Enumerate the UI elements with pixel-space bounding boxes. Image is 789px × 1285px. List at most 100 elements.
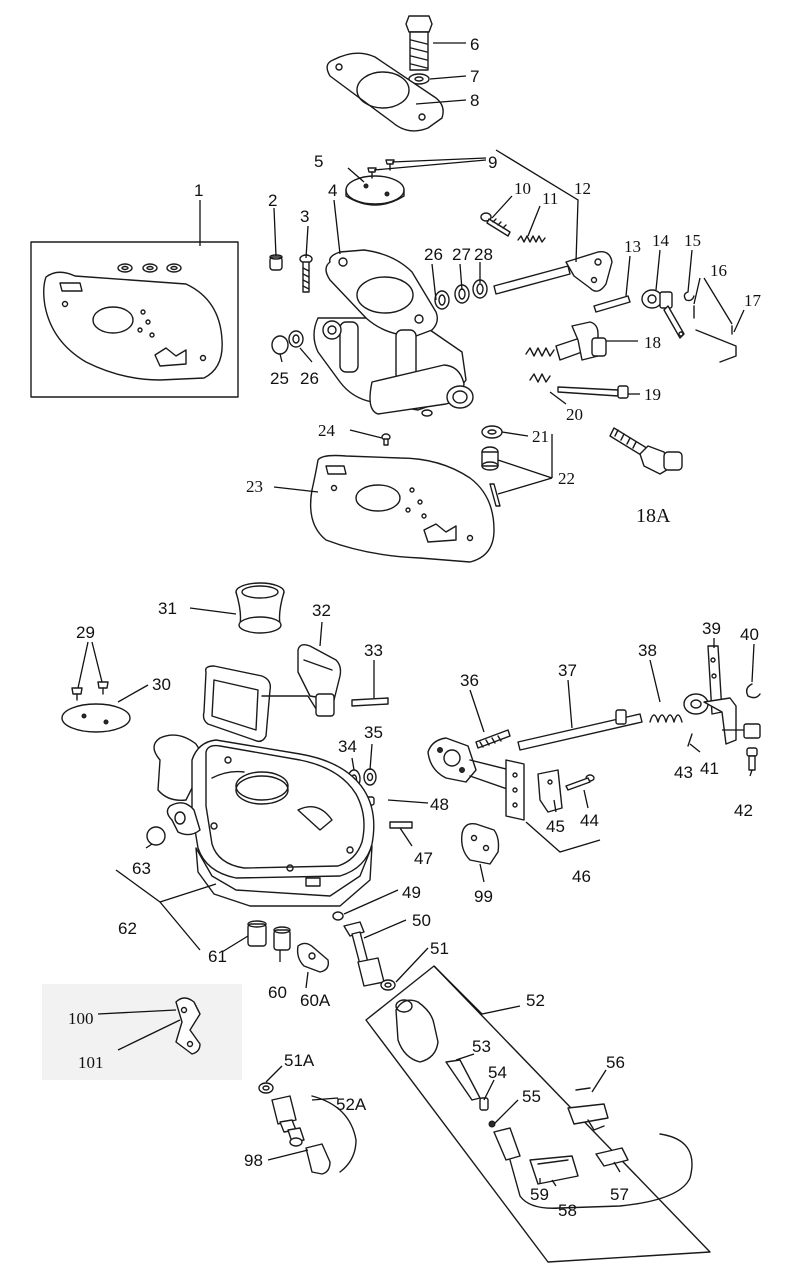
callout-34: 34 [338,737,357,756]
part-46-bracket [427,737,525,821]
callout-57: 57 [610,1185,629,1204]
part-53-needle [445,1059,481,1101]
part-9-screws [367,159,395,179]
part-33-pin [351,697,389,707]
callout-52: 52 [526,991,545,1010]
part-61-nut [247,920,267,947]
inset-100-101 [42,984,242,1080]
callout-48: 48 [430,795,449,814]
part-31-venturi [235,582,285,634]
part-7-washer [408,73,430,85]
callout-40: 40 [740,625,759,644]
callout-54: 54 [488,1063,507,1082]
callout-60: 60 [268,983,287,1002]
part-49-washer [332,911,344,921]
callout-3: 3 [300,207,309,226]
part-52-box [365,965,711,1263]
callout-63: 63 [132,859,151,878]
part-98-fitting [289,1137,331,1175]
part-45-plate [537,769,563,813]
callout-98: 98 [244,1151,263,1170]
part-60a-fitting [296,942,330,973]
part-18-elbow [525,321,607,361]
callout-26-right: 26 [424,245,443,264]
part-54-spring [479,1097,489,1111]
callout-52a: 52A [336,1095,367,1114]
part-linkage-wire [509,1133,693,1209]
callout-4: 4 [328,181,337,200]
callout-20: 20 [566,405,583,424]
part-56-bracket [567,1087,609,1131]
part-36-screw [475,729,511,749]
part-51-washer [380,979,396,991]
part-63-plug [146,826,166,846]
part-19-needle [557,385,629,399]
callout-100: 100 [68,1009,94,1028]
callout-49: 49 [402,883,421,902]
part-62-bowl-body [153,734,375,907]
callout-51: 51 [430,939,449,958]
callout-22: 22 [558,469,575,488]
part-5-cover [345,175,405,206]
callout-35: 35 [364,723,383,742]
callout-56: 56 [606,1053,625,1072]
callout-16: 16 [710,261,727,280]
part-3-screw [299,254,313,293]
callout-25: 25 [270,369,289,388]
part-29-screws [71,681,109,701]
part-41-nut [743,723,761,739]
part-38-spring [649,714,683,723]
callout-62: 62 [118,919,137,938]
part-44-screw [565,774,595,791]
part-25-cap [271,335,289,355]
part-37-choke-shaft [517,709,643,751]
part-6-bolt [405,15,433,71]
callout-8: 8 [470,91,479,110]
callout-37: 37 [558,661,577,680]
callout-14: 14 [652,231,670,250]
callout-19: 19 [644,385,661,404]
callout-30: 30 [152,675,171,694]
part-40-clip [745,683,761,699]
part-51a-washer [258,1082,274,1094]
callout-33: 33 [364,641,383,660]
callout-12: 12 [574,179,591,198]
part-21-washer [481,425,503,439]
callout-9: 9 [488,153,497,172]
callout-1: 1 [194,181,203,200]
part-24-screw [381,433,391,446]
part-11-spring [517,235,546,243]
callout-55: 55 [522,1087,541,1106]
callout-26-left: 26 [300,369,319,388]
part-14-lever [641,289,685,339]
callout-2: 2 [268,191,277,210]
part-22-seat [481,446,501,507]
callout-46: 46 [572,867,591,886]
callout-11: 11 [542,189,558,208]
part-12-throttle-shaft [493,251,613,295]
callout-6: 6 [470,35,479,54]
callout-50: 50 [412,911,431,930]
callout-47: 47 [414,849,433,868]
callout-59: 59 [530,1185,549,1204]
part-16-pins [693,305,733,335]
part-20-spring [529,373,551,383]
part-2-plug [269,254,283,271]
callout-41: 41 [700,759,719,778]
callout-18: 18 [644,333,661,352]
callout-58: 58 [558,1201,577,1220]
part-50-valve [343,921,385,987]
part-39-choke-lever [683,645,737,745]
callout-24: 24 [318,421,336,440]
part-57-plunger [595,1147,629,1167]
part-15-clip [683,291,695,302]
part-99-plate [460,823,500,865]
callout-5: 5 [314,152,323,171]
callout-36: 36 [460,671,479,690]
callout-32: 32 [312,601,331,620]
callout-17: 17 [744,291,762,310]
part-55-ball [488,1120,496,1128]
part-17-rod [695,329,737,363]
callout-21: 21 [532,427,549,446]
part-8-gasket [326,52,444,132]
